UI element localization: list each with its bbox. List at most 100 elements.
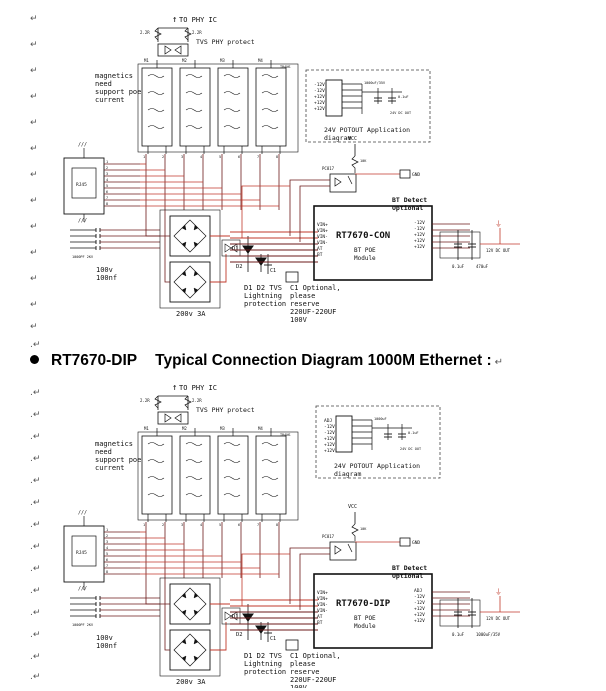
app-title: diagram (334, 470, 361, 478)
magnetics-label: magnetics (95, 72, 133, 80)
wire (299, 185, 330, 242)
transformer-box (217, 435, 249, 515)
coil-icon (223, 125, 241, 129)
module-pin-right: ADJ (414, 588, 422, 594)
pin-number: 7 (257, 155, 259, 159)
module-sub: BT POE (354, 615, 376, 622)
pin-number: 7 (257, 523, 259, 527)
heading-part: RT7670-DIP (51, 352, 138, 369)
bridge-label: 200v 3A (176, 310, 206, 318)
margin-mark: .↵ (30, 410, 41, 420)
margin-mark: ↵ (30, 92, 38, 102)
app-pin-label: +12V (314, 94, 325, 100)
coil-icon (185, 459, 203, 463)
margin-mark: .↵ (30, 454, 41, 464)
diode-icon (181, 224, 199, 248)
pin-number: 4 (106, 546, 108, 550)
coil-icon (223, 91, 241, 95)
cap-value-label: 100v (96, 266, 113, 274)
pin-number: 3 (181, 523, 183, 527)
pin-number: 5 (219, 523, 221, 527)
gnd-connector (399, 169, 411, 179)
pin-label: M1 (144, 58, 149, 63)
pin-number: 1 (106, 528, 108, 532)
coil-icon (147, 91, 165, 95)
resistor-icon (351, 155, 359, 173)
output-box (439, 231, 481, 259)
module-pin-right: +12V (414, 618, 425, 624)
application-diagram-box (315, 405, 441, 479)
ground-icon: /// (78, 218, 87, 224)
coil-icon (223, 108, 241, 112)
margin-mark: ↵ (30, 144, 38, 154)
module-pin-left: VIN+ (317, 228, 328, 234)
magnetics-outline (137, 431, 299, 521)
coil-icon (223, 74, 241, 78)
bridge-outline (159, 577, 221, 677)
module-sub: Module (354, 255, 376, 262)
margin-mark: ↵ (30, 300, 38, 310)
pin-number: 8 (106, 570, 108, 574)
margin-mark: ↵ (30, 196, 38, 206)
app-pin-label: -12V (324, 430, 335, 436)
wire (164, 210, 170, 283)
coil-icon (261, 442, 279, 446)
pin-number: 5 (219, 155, 221, 159)
bridge-diode-icon (173, 587, 207, 621)
module-pin-right: +12V (414, 612, 425, 618)
margin-mark: ↵ (30, 274, 38, 284)
wire (299, 553, 330, 610)
pin-number: 1 (143, 155, 145, 159)
transformer-box (141, 67, 173, 147)
d1-label: D1 (232, 246, 239, 252)
pc817-label: PC817 (322, 166, 335, 171)
heading-title: Typical Connection Diagram 1000M Etherne… (155, 352, 492, 369)
coil-icon (261, 493, 279, 497)
resistor-icon (154, 395, 162, 409)
out-label: 12V DC OUT (486, 248, 511, 253)
c1-note: please (290, 660, 315, 668)
pin-number: 8 (276, 523, 278, 527)
module-pin-right: -12V (414, 220, 425, 226)
module-pin-right: -12V (414, 594, 425, 600)
module-pin-right: +12V (414, 232, 425, 238)
output-box (439, 599, 481, 627)
out-cap-label: 470uF (476, 264, 489, 269)
optocoupler-box (329, 541, 357, 561)
pin-label: TRANS (280, 65, 291, 69)
pin-number: 8 (106, 202, 108, 206)
bridge-outline (159, 209, 221, 309)
tvs-note: protection (244, 300, 286, 308)
rj45-port (71, 535, 97, 567)
resistor-icon (184, 395, 192, 409)
magnetics-label: need (95, 80, 112, 88)
pin-number: 3 (181, 155, 183, 159)
tvs-note: Lightning (244, 660, 282, 668)
diode-d1-icon (242, 613, 254, 622)
app-cap-label: 0.1uF (398, 95, 409, 99)
tvs-phy-label: TVS PHY protect (196, 406, 255, 414)
app-title: diagram (324, 134, 351, 142)
pin-label: M2 (182, 426, 187, 431)
transformer-box (255, 435, 287, 515)
wire (241, 185, 290, 238)
resistor-value: 2.2R (192, 398, 202, 403)
pin-number: 8 (276, 155, 278, 159)
magnetics-label: support poe (95, 456, 141, 464)
gnd-label: GND (412, 540, 420, 546)
pc817-label: PC817 (322, 534, 335, 539)
margin-mark: .↵ (30, 388, 41, 398)
tvs-note: D1 D2 TVS (244, 652, 282, 660)
rj45-port (71, 167, 97, 199)
cap-small-label: 1000PF 2KV (72, 255, 94, 259)
wire (210, 254, 227, 283)
wire (289, 179, 330, 236)
c1-box (285, 271, 299, 283)
c1-note: C1 Optional, (290, 284, 341, 292)
app-cap-label: 24V DC OUT (400, 447, 422, 451)
bridge-rectifier (169, 629, 211, 671)
out-cap-label: 0.1uF (452, 632, 465, 637)
